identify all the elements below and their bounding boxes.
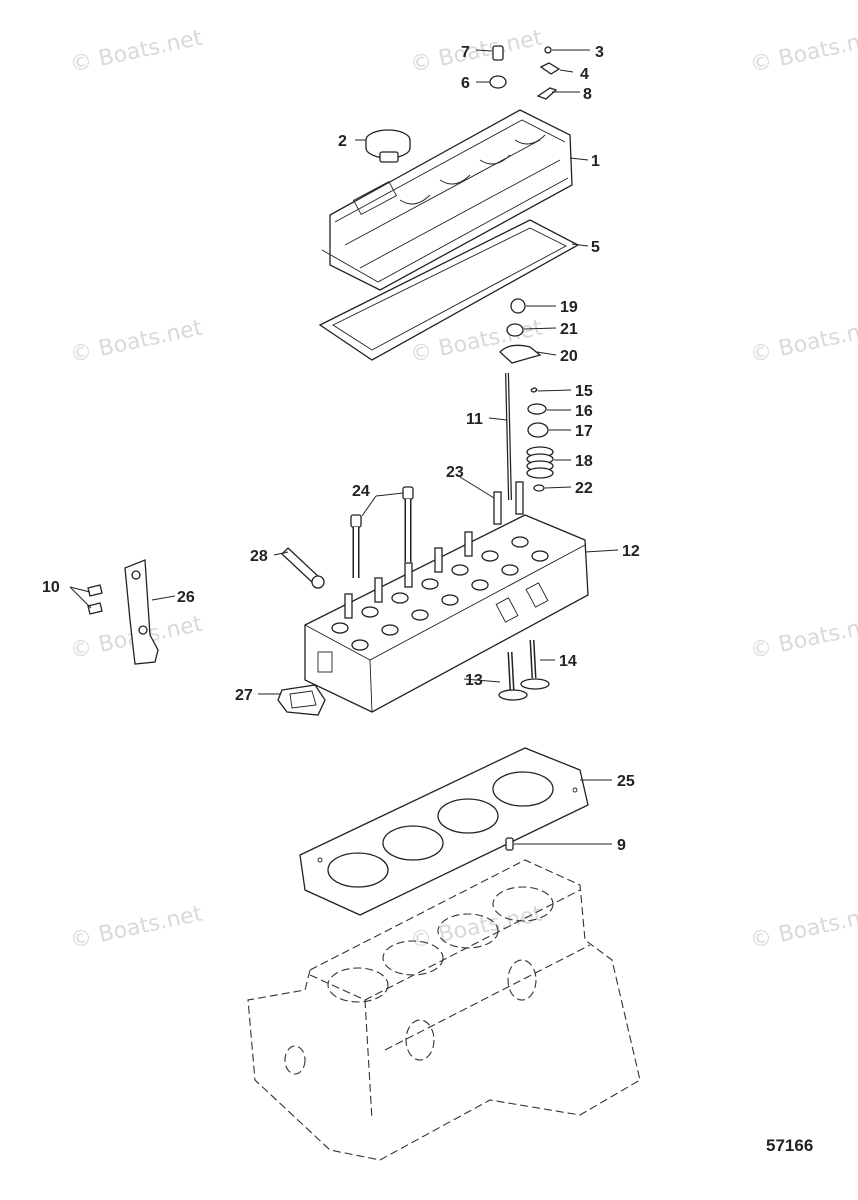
part-27-small-gasket — [277, 684, 326, 716]
callout-10: 10 — [42, 579, 60, 596]
watermark: © Boats.net — [68, 315, 205, 367]
part-22-ring — [533, 484, 545, 492]
callout-22: 22 — [575, 480, 593, 497]
leader-lines — [69, 49, 619, 845]
part-6-grommet — [489, 75, 507, 89]
callout-4: 4 — [580, 66, 589, 83]
part-14-exhaust-valve — [520, 639, 550, 690]
part-4-clip — [539, 62, 561, 75]
callout-28: 28 — [250, 548, 268, 565]
callout-14: 14 — [559, 653, 577, 670]
callout-16: 16 — [575, 403, 593, 420]
part-2-oil-cap — [365, 129, 411, 163]
callout-1: 1 — [591, 153, 600, 170]
watermark: © Boats.net — [748, 901, 858, 953]
callout-26: 26 — [177, 589, 195, 606]
part-12-cylinder-head — [304, 481, 589, 713]
callout-6: 6 — [461, 75, 470, 92]
part-18-spring — [526, 446, 554, 479]
part-15-keepers — [530, 387, 538, 393]
part-11-push-rod — [505, 372, 512, 501]
part-28-glow-plug — [281, 547, 325, 589]
callout-21: 21 — [560, 321, 578, 338]
callout-15: 15 — [575, 383, 593, 400]
head-valve-bosses — [331, 536, 549, 651]
callout-13: 13 — [465, 672, 483, 689]
callout-19: 19 — [560, 299, 578, 316]
part-24-head-bolts — [350, 486, 414, 578]
part-1-valve-cover — [321, 109, 573, 291]
callout-20: 20 — [560, 348, 578, 365]
callout-18: 18 — [575, 453, 593, 470]
engine-block-reference — [247, 859, 641, 1161]
callout-17: 17 — [575, 423, 593, 440]
part-20-rocker-arm — [499, 344, 542, 364]
callout-24: 24 — [352, 483, 370, 500]
watermark: © Boats.net — [408, 25, 545, 77]
part-10-bolts — [87, 584, 103, 615]
document-number: 57166 — [766, 1136, 813, 1155]
part-3-screw — [544, 46, 552, 54]
callout-7: 7 — [461, 44, 470, 61]
part-25-head-gasket — [299, 747, 589, 916]
valve-spring-group — [526, 387, 554, 492]
part-17-seal — [527, 422, 549, 438]
watermark: © Boats.net — [748, 611, 858, 663]
rocker-components — [499, 298, 542, 364]
callout-27: 27 — [235, 687, 253, 704]
callout-23: 23 — [446, 464, 464, 481]
callout-25: 25 — [617, 773, 635, 790]
part-7-fitting — [492, 45, 504, 61]
callout-11: 11 — [466, 411, 483, 428]
part-9-dowel — [505, 837, 514, 851]
part-19-nut — [510, 298, 526, 314]
part-26-lifting-bracket — [124, 559, 159, 665]
watermark: © Boats.net — [68, 901, 205, 953]
valves — [498, 639, 550, 701]
watermark: © Boats.net — [68, 25, 205, 77]
part-21-ball — [506, 323, 524, 337]
callout-2: 2 — [338, 133, 347, 150]
watermark: © Boats.net — [748, 25, 858, 77]
callout-12: 12 — [622, 543, 640, 560]
callout-9: 9 — [617, 837, 626, 854]
part-13-intake-valve — [498, 651, 528, 701]
callout-numbers: 2 3 4 8 7 6 1 5 19 21 20 11 15 16 17 18 … — [42, 44, 640, 854]
callout-5: 5 — [591, 239, 600, 256]
head-studs — [344, 481, 524, 619]
callout-3: 3 — [595, 44, 604, 61]
part-16-retainer — [527, 403, 547, 415]
callout-8: 8 — [583, 86, 592, 103]
watermark: © Boats.net — [748, 315, 858, 367]
part-8-bracket — [536, 87, 558, 100]
